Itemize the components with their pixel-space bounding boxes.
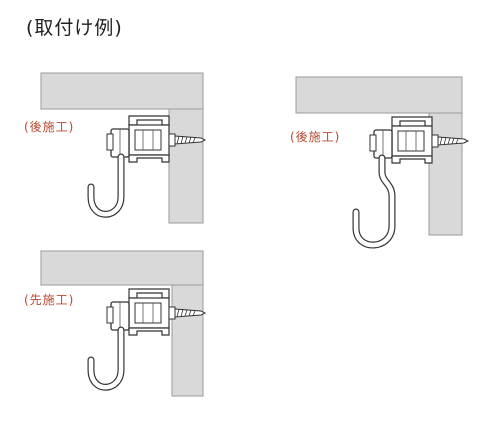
side-wall-panel <box>171 284 204 397</box>
ceiling-panel <box>295 76 463 114</box>
diagram-3 <box>40 250 206 397</box>
diagram-1 <box>40 72 206 224</box>
diagram-2 <box>295 76 469 249</box>
hook-icon <box>91 157 121 214</box>
diagram-2-label: (後施工) <box>290 130 341 144</box>
side-wall-panel <box>168 108 204 224</box>
ceiling-panel <box>40 250 204 286</box>
ceiling-panel <box>40 72 204 110</box>
hook-icon <box>91 330 121 387</box>
page-title: (取付け例) <box>26 17 123 39</box>
diagram-1-label: (後施工) <box>24 120 75 134</box>
side-wall-panel <box>428 112 463 236</box>
diagram-3-label: (先施工) <box>24 293 75 307</box>
hook-icon <box>352 154 396 249</box>
